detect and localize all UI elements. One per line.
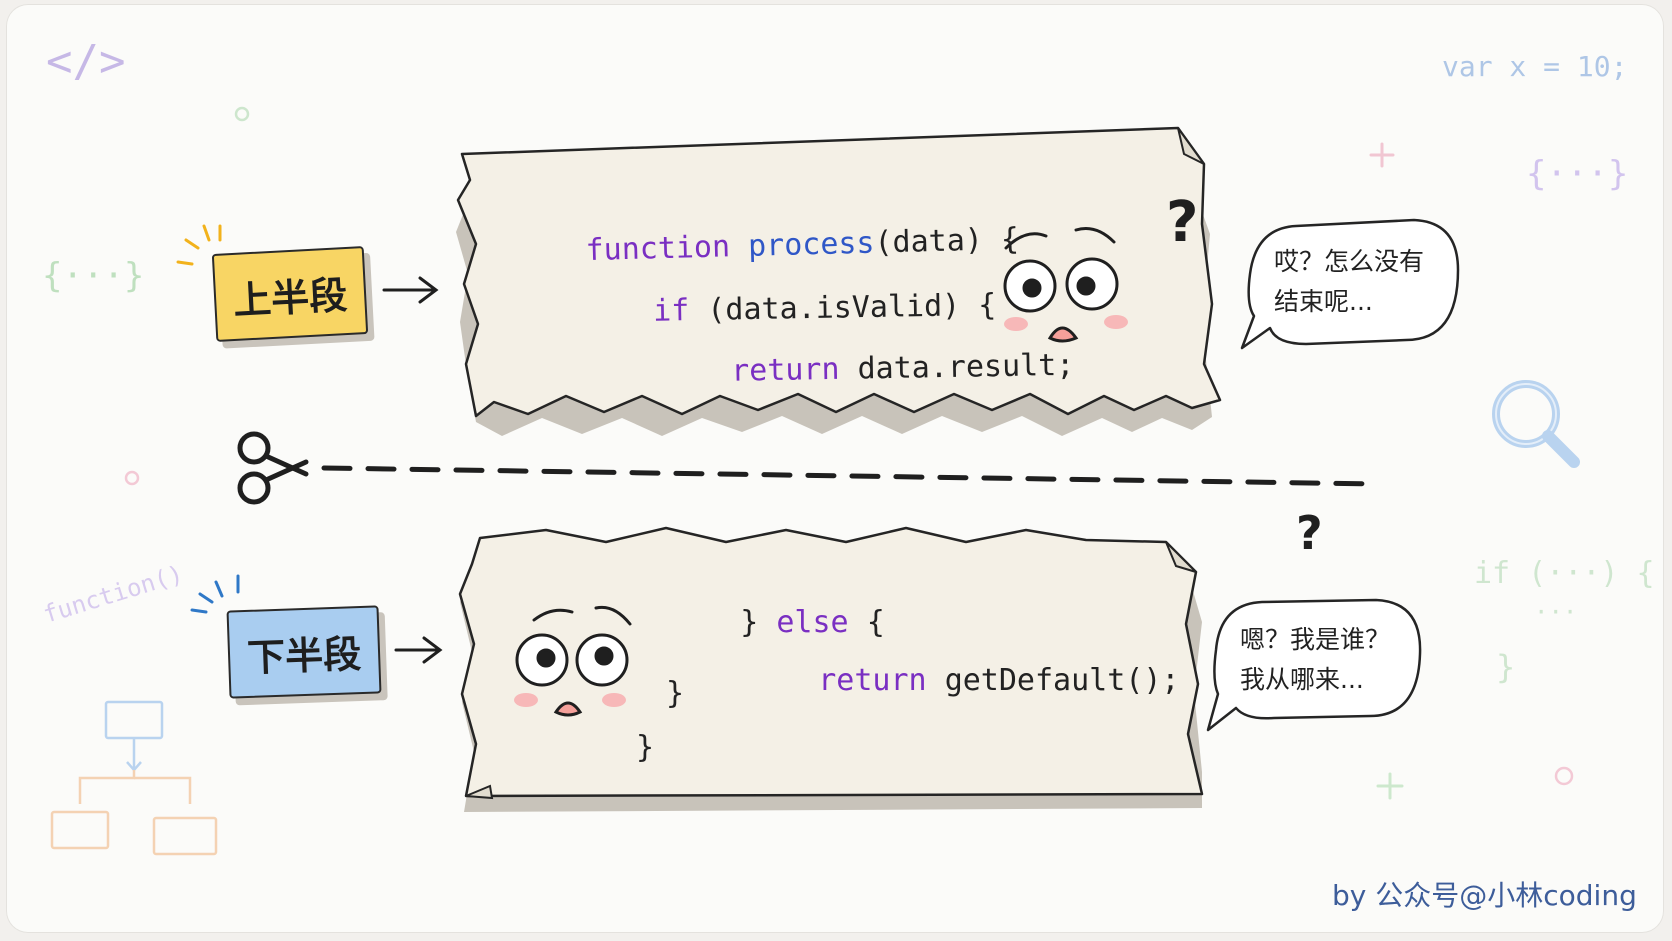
bottom-code-line-3: }: [666, 676, 685, 711]
code-keyword: return: [730, 351, 840, 389]
braces-decoration-right: {···}: [1526, 154, 1629, 194]
question-mark-icon: ?: [1296, 506, 1323, 560]
bubble-line: 我从哪来...: [1240, 665, 1364, 694]
var-snippet-decoration: var x = 10;: [1442, 50, 1628, 83]
arrow-right-icon: [394, 636, 443, 664]
flowchart-icon: [104, 700, 164, 772]
sparkle-icon: [176, 224, 222, 266]
close-brace-decoration: }: [1496, 648, 1516, 686]
code-keyword: return: [818, 663, 927, 698]
scissors-icon: [237, 431, 309, 505]
bottom-code-line-1: } else {: [668, 570, 885, 675]
speech-bubble-bottom: [1206, 598, 1422, 732]
braces-decoration-left: {···}: [42, 256, 145, 296]
code-text: {: [866, 605, 885, 640]
flowchart-branch: [50, 770, 218, 856]
bottom-code-line-4: }: [636, 730, 655, 765]
bubble-line: 嗯？我是谁？: [1240, 625, 1391, 654]
decoration-shapes: [50, 106, 1580, 856]
bubble-line: 哎？怎么没有: [1274, 247, 1425, 276]
bottom-bubble-text: 嗯？我是谁？ 我从哪来...: [1240, 620, 1390, 700]
confused-face-icon: [514, 605, 632, 717]
bottom-half-label: 下半段: [226, 605, 382, 699]
circle-icon: [234, 106, 250, 122]
code-brace: }: [740, 605, 759, 640]
bottom-code-line-2: return getDefault();: [746, 628, 1180, 733]
arrow-right-icon: [382, 276, 439, 304]
code-text: data.result;: [857, 347, 1075, 387]
bubble-line: 结束呢...: [1274, 287, 1373, 316]
circle-icon: [1554, 766, 1574, 786]
if-snippet-decoration: if (···) {: [1474, 556, 1655, 591]
sparkle-icon: [190, 574, 240, 614]
speech-bubble-top: [1240, 218, 1460, 350]
illustration-canvas: </> var x = 10; {···} {···} function() i…: [6, 4, 1664, 933]
plus-icon: [1376, 772, 1404, 800]
top-paper-shape: [456, 126, 1222, 436]
top-bubble-text: 哎？怎么没有 结束呢...: [1274, 242, 1424, 322]
confused-face-icon: [1003, 227, 1128, 343]
code-tag-decoration: </>: [46, 36, 126, 87]
circle-icon: [124, 470, 140, 486]
code-keyword: else: [776, 605, 849, 640]
question-mark-icon: ?: [1166, 190, 1199, 255]
top-half-label: 上半段: [211, 246, 369, 342]
ellipsis-decoration: ···: [1534, 598, 1578, 626]
bottom-paper-shape: [458, 526, 1204, 812]
author-credit: by 公众号@小林coding: [1332, 879, 1637, 912]
code-text: getDefault();: [944, 663, 1180, 698]
plus-icon: [1369, 142, 1395, 168]
top-code-line-3: return data.result;: [658, 313, 1075, 425]
cut-line: [321, 465, 1381, 487]
magnifier-icon: [1492, 380, 1580, 468]
